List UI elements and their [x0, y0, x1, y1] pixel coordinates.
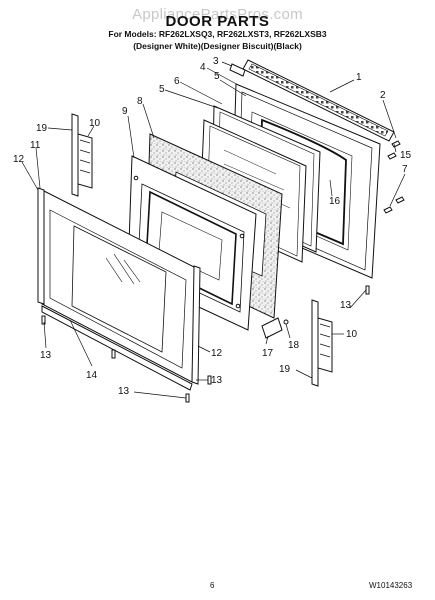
callout-13-left: 13 — [40, 350, 52, 361]
callout-6: 6 — [174, 76, 180, 87]
hinge-right — [311, 299, 333, 387]
callout-1: 1 — [356, 72, 362, 83]
callout-9: 9 — [122, 106, 128, 117]
callout-2: 2 — [380, 90, 386, 101]
leader-lines — [21, 61, 406, 399]
watermark-text: AppliancePartsPros.com — [132, 6, 303, 23]
callout-13-bottom: 13 — [118, 386, 130, 397]
callout-19-left: 19 — [36, 123, 48, 134]
callout-12-left: 12 — [13, 154, 25, 165]
hinge-left — [71, 113, 93, 197]
callout-5-rear: 5 — [214, 71, 220, 82]
callout-16: 16 — [329, 196, 341, 207]
side-trim-right — [191, 265, 201, 385]
callout-10-left: 10 — [89, 118, 101, 129]
callout-10-right: 10 — [346, 329, 358, 340]
callout-5-front: 5 — [159, 84, 165, 95]
callout-13-right: 13 — [340, 300, 352, 311]
side-trim-left — [37, 187, 45, 305]
bracket-screw — [283, 319, 289, 325]
page-title: DOOR PARTS — [165, 13, 270, 30]
callout-19-right: 19 — [279, 364, 291, 375]
callout-18: 18 — [288, 340, 300, 351]
trim-bracket — [229, 63, 246, 77]
callout-13-corner: 13 — [211, 375, 223, 386]
page-number: 6 — [210, 581, 215, 590]
hinge-bracket — [261, 317, 283, 339]
callout-15: 15 — [400, 150, 412, 161]
callout-11: 11 — [30, 140, 41, 151]
callout-8: 8 — [137, 96, 143, 107]
bottom-trim — [41, 305, 193, 391]
document-number: W10143263 — [369, 581, 413, 590]
callout-14: 14 — [86, 370, 98, 381]
callout-4: 4 — [200, 62, 206, 73]
callout-17: 17 — [262, 348, 274, 359]
variants-line: (Designer White)(Designer Biscuit)(Black… — [133, 41, 302, 51]
models-line: For Models: RF262LXSQ3, RF262LXST3, RF26… — [108, 29, 327, 39]
callout-3: 3 — [213, 56, 219, 67]
door-top-trim — [242, 59, 395, 142]
callout-12-right: 12 — [211, 348, 223, 359]
callout-7: 7 — [402, 164, 408, 175]
